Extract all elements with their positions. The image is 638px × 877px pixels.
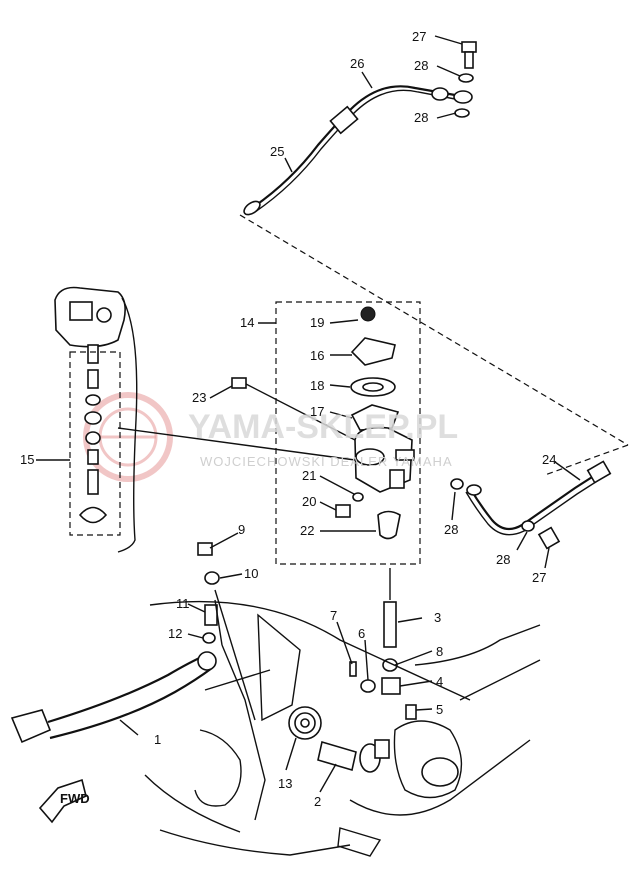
callout-18: 18: [310, 378, 324, 393]
callout-25: 25: [270, 144, 284, 159]
callout-1: 1: [154, 732, 161, 747]
callout-8: 8: [436, 644, 443, 659]
master-cylinder: [335, 306, 415, 540]
watermark-brand: YAMA-SKLEP.PL: [188, 408, 458, 446]
callout-20: 20: [302, 494, 316, 509]
frame-outline: [144, 589, 541, 857]
callout-13: 13: [278, 776, 292, 791]
callout-28-top-a: 28: [414, 58, 428, 73]
callout-28-mid-b: 28: [496, 552, 510, 567]
brake-hose-upper: [243, 85, 456, 216]
fwd-label: FWD: [60, 791, 90, 806]
callout-23: 23: [192, 390, 206, 405]
callout-2: 2: [314, 794, 321, 809]
callout-14: 14: [240, 315, 254, 330]
brake-pedal: [10, 651, 217, 744]
bolt-23: [231, 377, 356, 441]
callout-9: 9: [238, 522, 245, 537]
callout-28-mid-a: 28: [444, 522, 458, 537]
leader-lines: [119, 35, 581, 793]
bolts-11-12: [202, 604, 218, 644]
brake-shaft: [317, 739, 390, 773]
callout-12: 12: [168, 626, 182, 641]
callout-28-top-b: 28: [414, 110, 428, 125]
callout-10: 10: [244, 566, 258, 581]
callout-4: 4: [436, 674, 443, 689]
callout-21: 21: [302, 468, 316, 483]
callout-17: 17: [310, 404, 324, 419]
brake-hose-lower: [450, 460, 612, 550]
small-parts-6-7: [349, 661, 376, 693]
brake-caliper-assembly: [54, 286, 138, 553]
callout-27-top: 27: [412, 29, 426, 44]
callout-3: 3: [434, 610, 441, 625]
callout-5: 5: [436, 702, 443, 717]
return-spring: [288, 706, 322, 740]
callout-15: 15: [20, 452, 34, 467]
callout-27-bottom: 27: [532, 570, 546, 585]
watermark-dealer: WOJCIECHOWSKI DEALER YAMAHA: [200, 454, 453, 469]
callout-6: 6: [358, 626, 365, 641]
fwd-arrow-icon: FWD: [38, 778, 90, 824]
callout-11: 11: [176, 596, 190, 611]
callout-19: 19: [310, 315, 324, 330]
union-bolt-27-top: [453, 41, 477, 104]
bolts-9-10: [197, 542, 220, 585]
push-rod-3: [381, 568, 417, 720]
callout-26: 26: [350, 56, 364, 71]
callout-7: 7: [330, 608, 337, 623]
callout-22: 22: [300, 523, 314, 538]
callout-24: 24: [542, 452, 556, 467]
callout-16: 16: [310, 348, 324, 363]
